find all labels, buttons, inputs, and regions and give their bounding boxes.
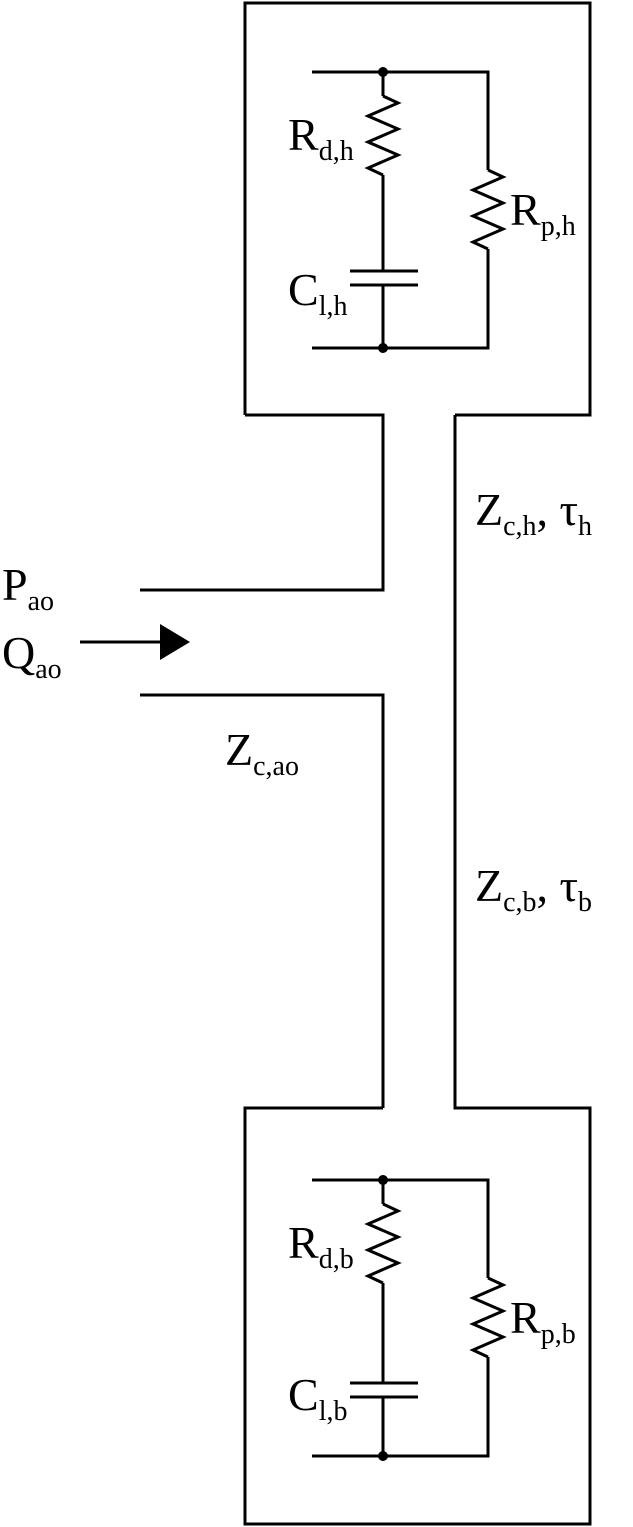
resistor-d-b	[364, 1202, 402, 1285]
resistor-p-b	[469, 1276, 507, 1359]
inlet-impedance-label: Zc,ao	[225, 724, 299, 782]
outer-tube-wall	[243, 415, 592, 1526]
resistor-p-h	[469, 168, 507, 251]
body-transmission-label: Zc,b, τb	[475, 860, 592, 918]
head-transmission-label: Zc,h, τh	[475, 484, 592, 542]
body-peripheral-resistance-label: Rp,b	[510, 1292, 576, 1350]
vessel-outline	[140, 1, 592, 1526]
head-distal-resistance-label: Rd,h	[288, 109, 354, 167]
flow-arrow	[80, 624, 190, 660]
head-load-box	[243, 1, 592, 417]
head-peripheral-resistance-label: Rp,h	[510, 184, 576, 242]
junction-node	[378, 67, 388, 77]
junction-node	[378, 1175, 388, 1185]
junction-node	[378, 1451, 388, 1461]
body-distal-resistance-label: Rd,b	[288, 1217, 354, 1275]
junction-node	[378, 343, 388, 353]
inlet-upper-wall	[140, 413, 385, 592]
inlet-lower-wall	[140, 693, 385, 1108]
head-windkessel-circuit	[312, 67, 507, 353]
resistor-d-h	[364, 94, 402, 177]
inlet-pressure-label: Pao	[2, 559, 54, 617]
body-windkessel-circuit	[312, 1175, 507, 1461]
head-compliance-label: Cl,h	[288, 264, 347, 322]
inlet-flow-label: Qao	[2, 627, 62, 685]
arrowhead-icon	[160, 624, 190, 660]
body-compliance-label: Cl,b	[288, 1369, 347, 1427]
